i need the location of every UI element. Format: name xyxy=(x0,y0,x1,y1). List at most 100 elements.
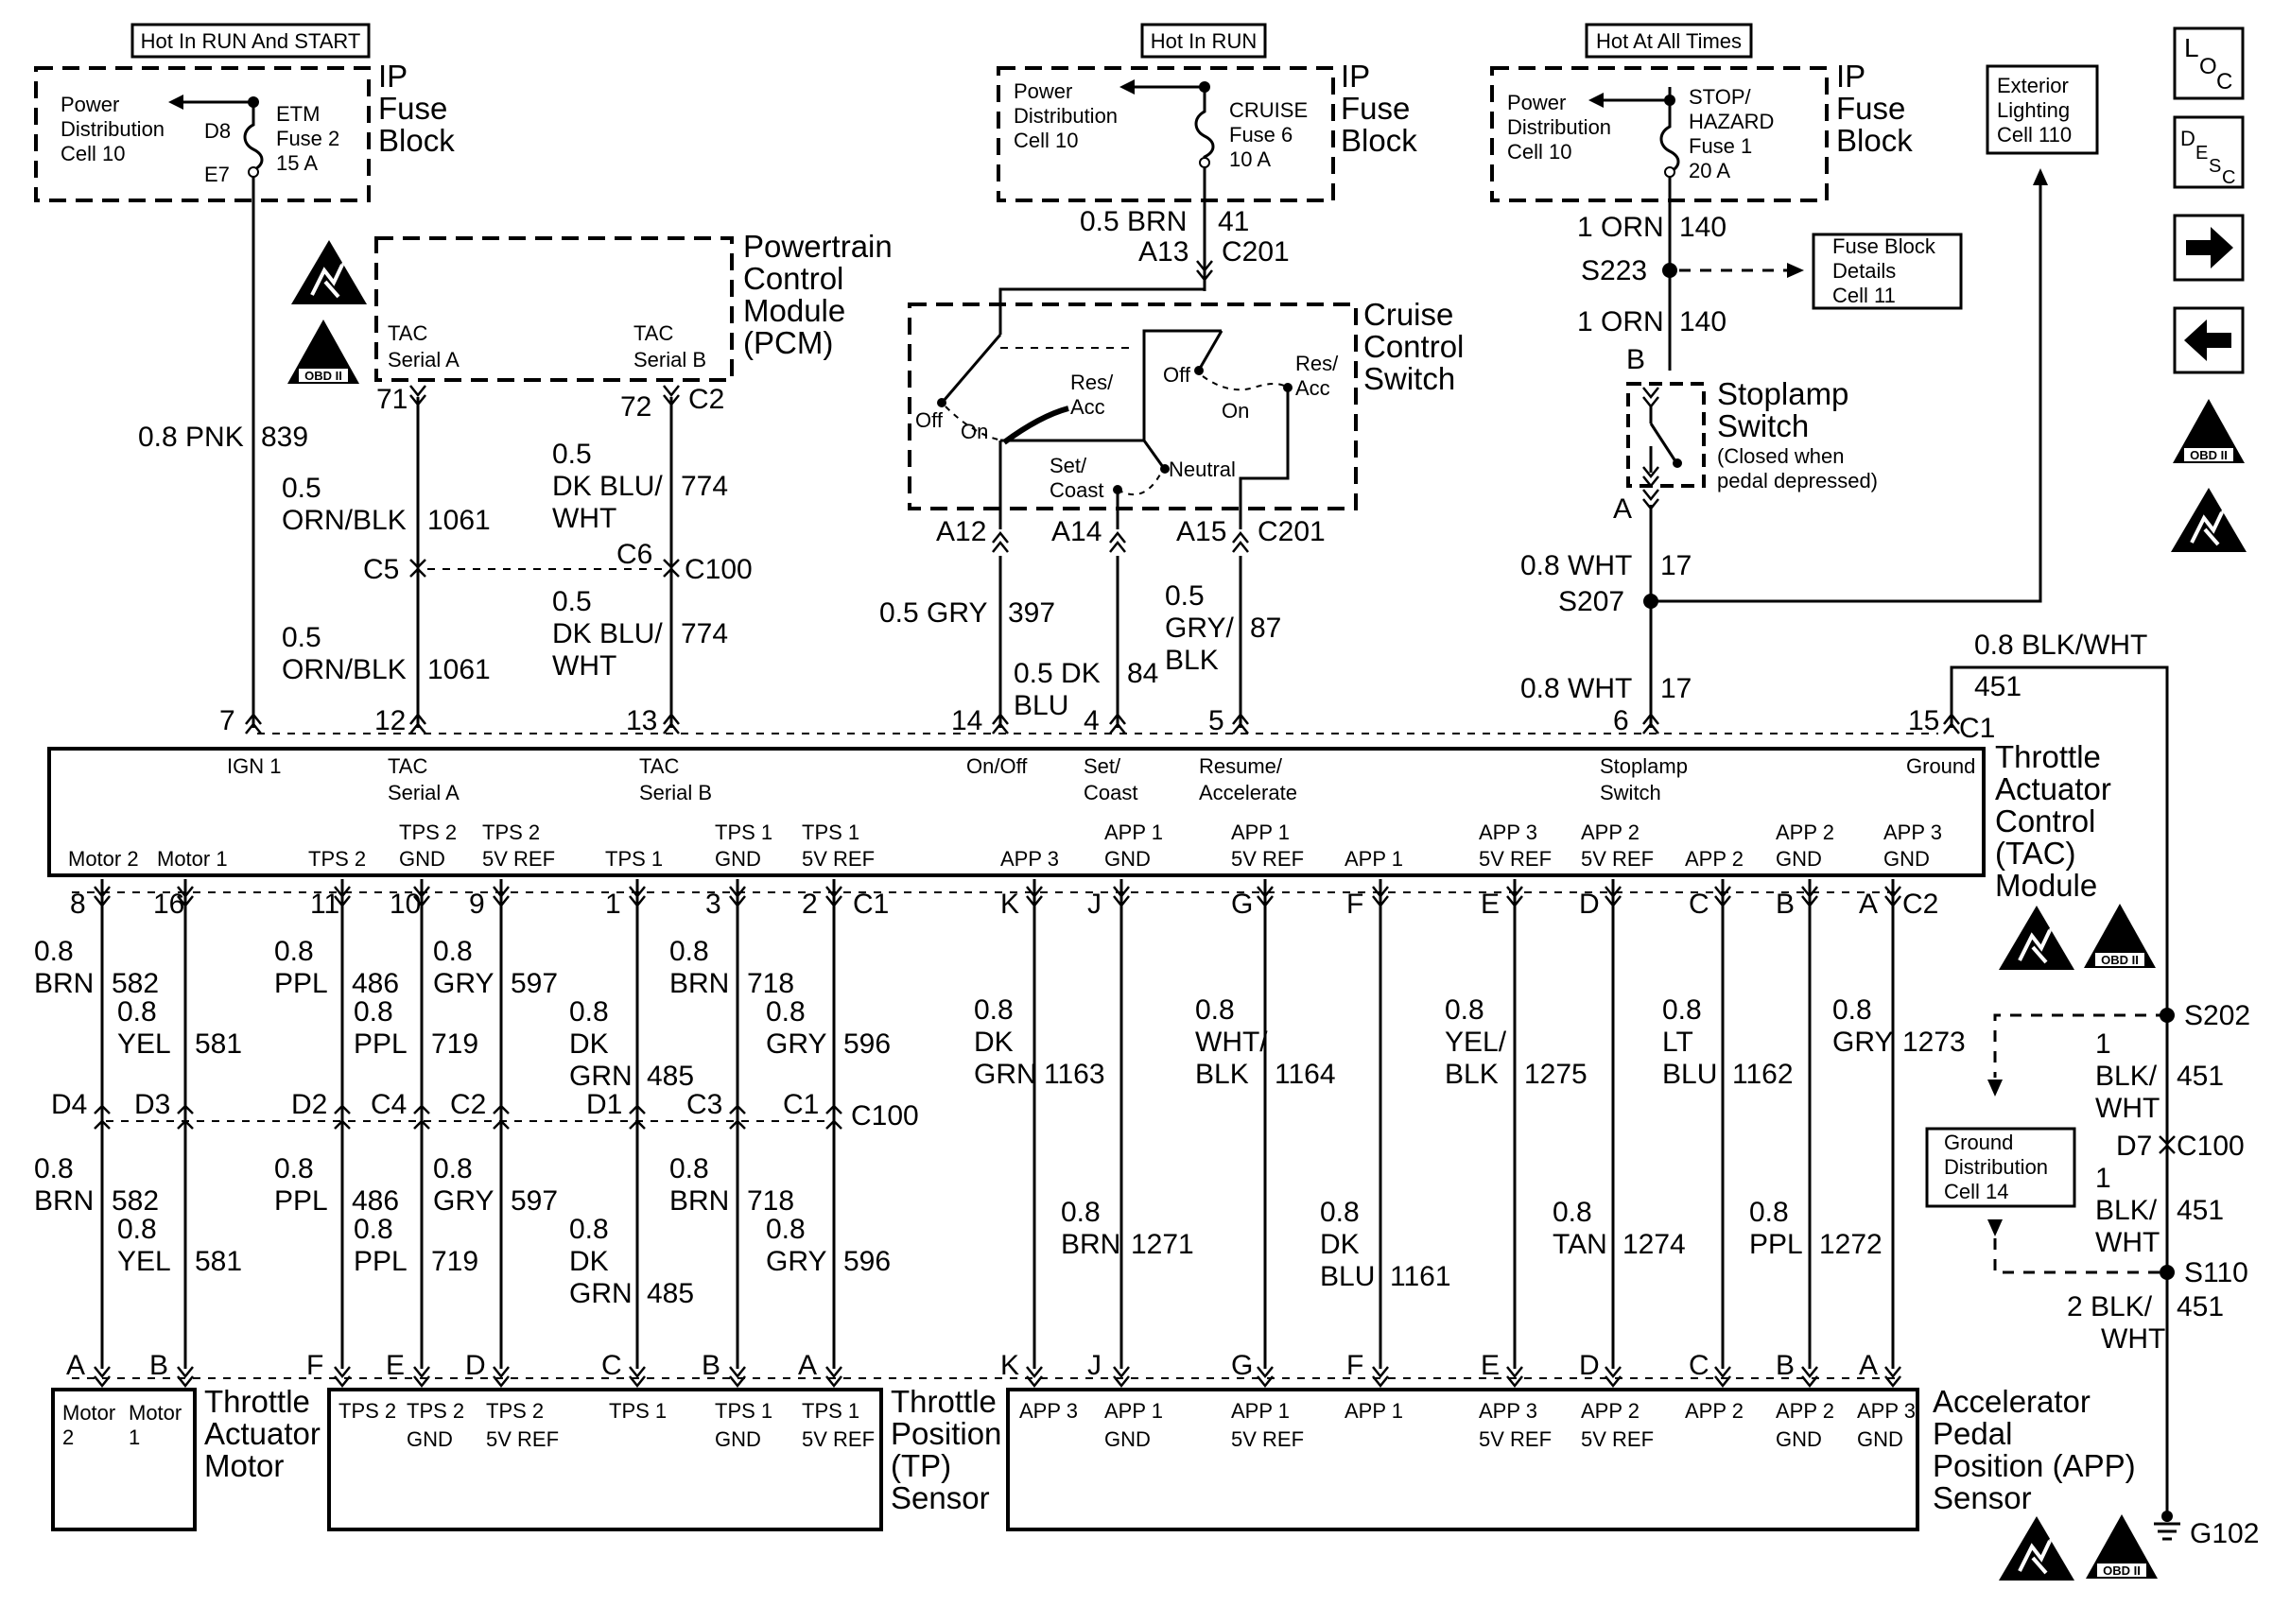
svg-text:0.8 PNK: 0.8 PNK xyxy=(138,422,244,453)
wire-gauge: 0.8 xyxy=(569,996,609,1028)
svg-text:On: On xyxy=(961,420,988,443)
wire-gauge: 0.8 xyxy=(766,996,806,1028)
svg-text:Hot In RUN And START: Hot In RUN And START xyxy=(141,29,361,53)
svg-text:G102: G102 xyxy=(2190,1518,2259,1549)
wire-color: GRN xyxy=(974,1059,1037,1090)
tac-bottom-pin-label: 5V REF xyxy=(1231,847,1304,871)
wire-circuit: 582 xyxy=(112,968,159,999)
sensor-pin: G xyxy=(1231,1350,1253,1381)
sensor-pin: C xyxy=(601,1350,622,1381)
wire-pin: 9 xyxy=(469,889,485,920)
svg-text:Block: Block xyxy=(1341,123,1417,158)
sensor-pin: K xyxy=(1000,1350,1019,1381)
wire-color: BRN xyxy=(669,1185,729,1217)
tac-bottom-pin-label: TPS 1 xyxy=(802,821,859,844)
svg-text:(TP): (TP) xyxy=(891,1448,951,1483)
power-label-run: Hot In RUN xyxy=(1142,25,1265,57)
tac-top-pin-label: Ground xyxy=(1906,754,1975,778)
wire-gauge: 0.8 xyxy=(1553,1197,1592,1228)
svg-text:1061: 1061 xyxy=(427,505,491,536)
wire-circuit: 581 xyxy=(195,1246,242,1277)
tp-sensor-pin-label: GND xyxy=(715,1427,761,1451)
wire-pin: 10 xyxy=(390,889,421,920)
wire-pin: E xyxy=(1481,889,1500,920)
c100-pin: D2 xyxy=(291,1089,327,1120)
svg-text:Cell 10: Cell 10 xyxy=(1014,129,1078,152)
wire-color: GRY xyxy=(766,1246,826,1277)
tac-bottom-pin-label: APP 1 xyxy=(1231,821,1290,844)
cruise-switch-lever-1 xyxy=(944,335,1000,401)
svg-text:Coast: Coast xyxy=(1050,478,1103,502)
tac-bottom-pin-label: APP 2 xyxy=(1685,847,1744,871)
pcm-title: Powertrain xyxy=(743,229,893,264)
wire-gauge: 0.8 xyxy=(34,936,74,967)
sensor-pin: F xyxy=(306,1350,323,1381)
svg-text:0.5 GRY: 0.5 GRY xyxy=(879,597,988,629)
svg-text:Off: Off xyxy=(915,408,944,432)
sensor-pin: B xyxy=(702,1350,720,1381)
svg-text:41: 41 xyxy=(1218,206,1249,237)
svg-text:20 A: 20 A xyxy=(1689,159,1730,182)
svg-text:Off: Off xyxy=(1163,363,1191,387)
svg-text:Res/: Res/ xyxy=(1070,371,1114,394)
tac-bottom-pin-label: APP 2 xyxy=(1776,821,1834,844)
svg-text:1061: 1061 xyxy=(427,654,491,685)
esd-icon-pcm xyxy=(289,238,369,306)
svg-text:C6: C6 xyxy=(616,539,652,570)
tac-top-pin-number: 13 xyxy=(626,705,657,736)
tac-top-pin-label: Serial B xyxy=(639,781,712,804)
tac-top-pin-label: Switch xyxy=(1600,781,1661,804)
svg-text:451: 451 xyxy=(2177,1291,2224,1322)
obd-icon-pcm xyxy=(287,320,359,384)
tac-top-pin-number: 7 xyxy=(219,705,235,736)
cruise-switch-lever-2 xyxy=(1201,331,1222,367)
wire-pin: B xyxy=(1776,889,1795,920)
wire-color: BRN xyxy=(34,968,94,999)
wire-circuit: 718 xyxy=(747,1185,794,1217)
tp-sensor-pin-label: TPS 1 xyxy=(715,1399,772,1423)
svg-text:Control: Control xyxy=(743,261,843,296)
tac-bottom-pin-label: TPS 2 xyxy=(482,821,540,844)
svg-text:C: C xyxy=(2222,167,2235,188)
wire-circuit: 718 xyxy=(747,968,794,999)
svg-text:Motor: Motor xyxy=(62,1401,115,1425)
tac-top-pin-label: Accelerate xyxy=(1199,781,1297,804)
sensor-pin: B xyxy=(149,1350,168,1381)
svg-text:S207: S207 xyxy=(1558,586,1624,617)
wire-pin: D xyxy=(1579,889,1600,920)
previous-arrow-icon[interactable] xyxy=(2175,308,2243,372)
svg-text:Motor: Motor xyxy=(204,1448,284,1483)
exterior-lighting-box: Exterior Lighting Cell 110 xyxy=(1987,66,2097,153)
svg-text:140: 140 xyxy=(1679,306,1726,337)
svg-text:1: 1 xyxy=(129,1425,140,1449)
wire-gauge: 0.8 xyxy=(1832,994,1872,1026)
ip-fuse-block-left xyxy=(36,68,369,200)
stoplamp-title: Stoplamp xyxy=(1717,376,1848,411)
svg-text:E: E xyxy=(2195,143,2208,164)
wire-circuit: 597 xyxy=(511,968,558,999)
svg-text:Position: Position xyxy=(891,1416,1001,1451)
svg-text:Hot At All Times: Hot At All Times xyxy=(1596,29,1742,53)
wire-pin: 8 xyxy=(70,889,86,920)
ip-fuse-block-mid xyxy=(998,68,1333,200)
tp-sensor-box xyxy=(329,1390,881,1529)
wire-color: BLK xyxy=(1195,1059,1249,1090)
wire-circuit: 1163 xyxy=(1044,1059,1105,1090)
next-arrow-icon[interactable] xyxy=(2175,216,2243,280)
svg-text:451: 451 xyxy=(2177,1061,2224,1092)
wire-gauge: 0.8 xyxy=(974,994,1014,1026)
svg-text:C201: C201 xyxy=(1222,236,1290,268)
loc-icon[interactable]: L O C xyxy=(2175,28,2243,98)
wire-color: LT xyxy=(1662,1027,1693,1058)
wire-gauge: 0.8 xyxy=(354,1214,393,1245)
desc-icon[interactable]: D E S C xyxy=(2175,117,2243,188)
wire-color: DK xyxy=(569,1028,609,1060)
tp-sensor-pin-label: 5V REF xyxy=(802,1427,875,1451)
svg-text:2: 2 xyxy=(62,1425,74,1449)
wire-color: GRY xyxy=(433,968,494,999)
svg-text:0.5: 0.5 xyxy=(282,622,321,653)
wire-gauge: 0.8 xyxy=(1445,994,1484,1026)
app-sensor-pin-label: APP 1 xyxy=(1345,1399,1403,1423)
